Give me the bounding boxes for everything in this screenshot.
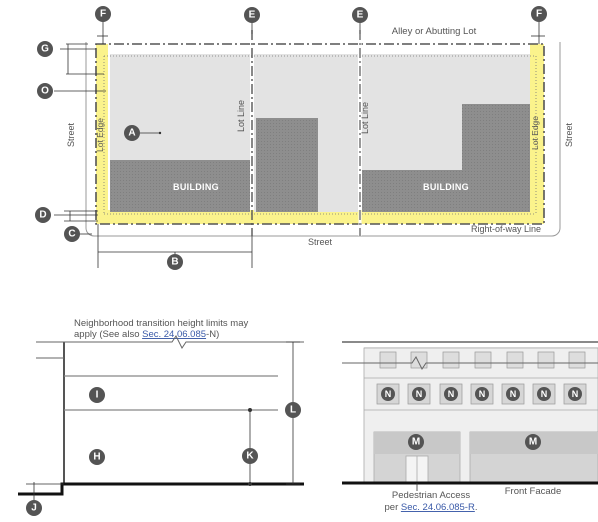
street-bottom-label: Street <box>308 237 333 247</box>
badge-d: D <box>35 207 51 223</box>
lot-line-label-left: Lot Line <box>236 100 246 132</box>
transition-note-pre: apply (See also <box>74 329 142 340</box>
lot-edge-strip-left <box>96 44 108 224</box>
street-right-label: Street <box>564 122 574 147</box>
badge-a: A <box>124 125 140 141</box>
svg-text:E: E <box>357 10 364 21</box>
svg-text:N: N <box>385 389 392 399</box>
svg-text:I: I <box>96 390 99 401</box>
n-window: N <box>563 383 587 405</box>
pedestrian-post: . <box>475 502 478 513</box>
svg-text:F: F <box>536 9 542 20</box>
building-right <box>362 104 530 212</box>
lot-edge-label-left: Lot Edge <box>95 118 105 152</box>
svg-text:E: E <box>249 10 256 21</box>
height-section: Neighborhood transition height limits ma… <box>18 318 304 516</box>
badge-j: J <box>26 500 42 516</box>
badge-h: H <box>89 449 105 465</box>
svg-text:M: M <box>529 437 537 448</box>
badge-i: I <box>89 387 105 403</box>
lot-line-label-right: Lot Line <box>360 102 370 134</box>
pedestrian-access-line2: per Sec. 24.06.085-R. <box>385 502 478 513</box>
transition-note-post: -N) <box>206 329 219 340</box>
svg-text:K: K <box>246 451 254 462</box>
alley-label: Alley or Abutting Lot <box>392 26 477 37</box>
elevation-break-mark <box>342 356 598 370</box>
site-plan: Alley or Abutting Lot Street Right-of-wa… <box>35 6 574 270</box>
svg-text:N: N <box>448 389 455 399</box>
transition-note-line2: apply (See also Sec. 24.06.085-N) <box>74 329 219 340</box>
badge-e-right: E <box>352 7 368 23</box>
svg-text:H: H <box>93 452 100 463</box>
svg-text:J: J <box>31 503 37 514</box>
lot-edge-strip-bottom <box>96 210 544 224</box>
badge-g: G <box>37 41 53 57</box>
badge-m-right: M <box>525 434 541 450</box>
n-window: N <box>376 383 400 405</box>
svg-text:N: N <box>510 389 517 399</box>
right-of-way-frame <box>85 42 561 237</box>
front-facade-label: Front Facade <box>505 486 562 497</box>
svg-text:D: D <box>39 210 46 221</box>
badge-e-left: E <box>244 7 260 23</box>
svg-text:N: N <box>572 389 579 399</box>
badge-k: K <box>242 448 258 464</box>
svg-text:G: G <box>41 44 49 55</box>
building-label-right: BUILDING <box>423 182 469 192</box>
n-window-row: N N N N N N N <box>376 383 587 405</box>
setback-line <box>103 55 537 215</box>
building-left <box>110 160 250 212</box>
badge-l: L <box>285 402 301 418</box>
badge-c: C <box>64 226 80 242</box>
transition-note-link[interactable]: Sec. 24.06.085 <box>142 329 206 340</box>
n-window: N <box>439 383 463 405</box>
street-left-label: Street <box>66 122 76 147</box>
pedestrian-link[interactable]: Sec. 24.06.085-R <box>401 502 475 513</box>
right-of-way-label: Right-of-way Line <box>471 224 541 234</box>
svg-text:N: N <box>541 389 548 399</box>
top-floor-windows <box>379 351 586 369</box>
svg-text:N: N <box>479 389 486 399</box>
pedestrian-access-line1: Pedestrian Access <box>392 490 470 501</box>
ground-line <box>18 482 304 496</box>
lot-boundary <box>95 43 545 225</box>
building-middle <box>256 118 318 212</box>
badge-f-right: F <box>531 6 547 22</box>
badge-f-left: F <box>95 6 111 22</box>
pedestrian-pre: per <box>385 502 401 513</box>
svg-text:N: N <box>416 389 423 399</box>
lot-edge-strip-right <box>530 44 544 224</box>
n-window: N <box>470 383 494 405</box>
badge-b: B <box>167 254 183 270</box>
svg-text:B: B <box>171 257 178 268</box>
svg-text:M: M <box>412 437 420 448</box>
n-window: N <box>501 383 525 405</box>
height-limit-line <box>36 335 304 349</box>
dimension-lines <box>54 20 545 268</box>
svg-text:F: F <box>100 9 106 20</box>
front-elevation: N N N N N N N M M Front Facade Pedestria… <box>342 341 598 513</box>
svg-text:A: A <box>128 128 135 139</box>
badge-o: O <box>37 83 53 99</box>
building-label-left: BUILDING <box>173 182 219 192</box>
n-window: N <box>407 383 431 405</box>
lot-edge-label-right: Lot Edge <box>530 116 540 150</box>
transition-note-line1: Neighborhood transition height limits ma… <box>74 318 249 329</box>
svg-text:C: C <box>68 229 75 240</box>
n-window: N <box>532 383 556 405</box>
svg-text:O: O <box>41 86 49 97</box>
svg-text:L: L <box>290 405 296 416</box>
badge-m-left: M <box>408 434 424 450</box>
